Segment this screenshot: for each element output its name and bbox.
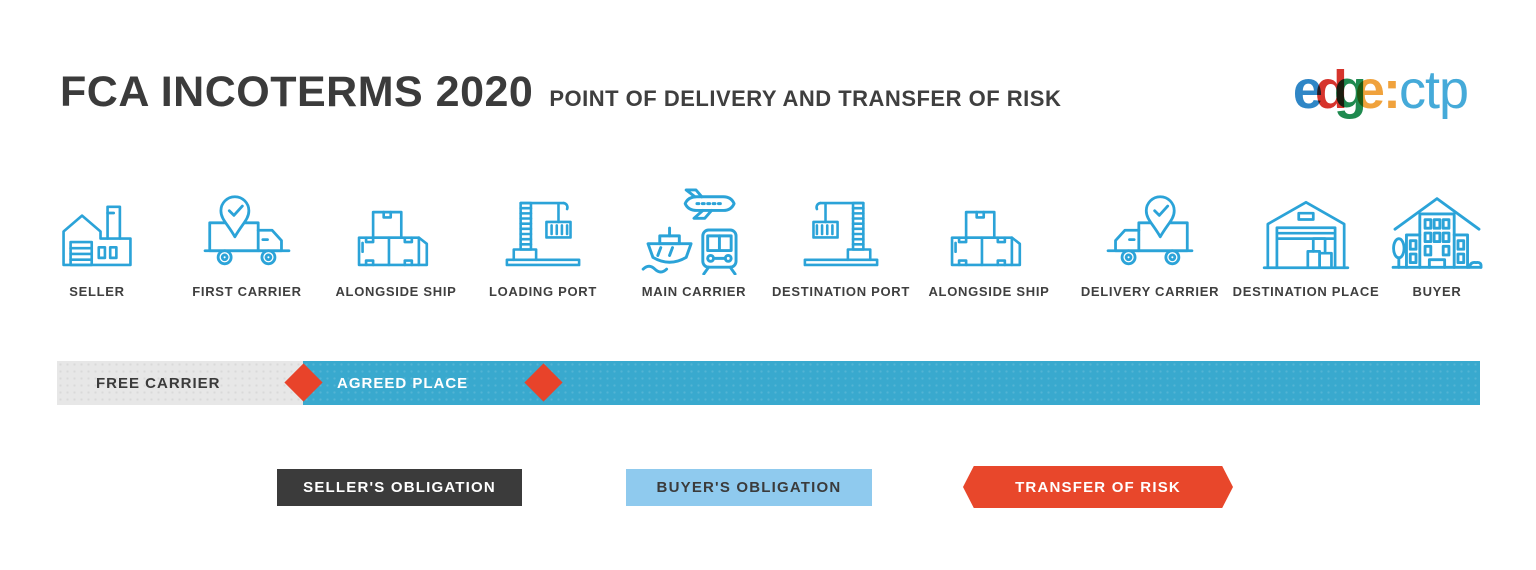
icon-box [945,181,1033,275]
station-alongside-ship-2: ALONGSIDE SHIP [909,181,1069,299]
station-label: BUYER [1412,284,1462,299]
delivery-truck-pin-icon [1106,195,1194,266]
icon-box [798,181,884,275]
truck-pin-icon [203,195,291,266]
station-label: LOADING PORT [488,284,598,299]
station-main-carrier: MAIN CARRIER [614,181,774,299]
factory-icon [62,205,132,267]
station-label: SELLER [69,284,125,299]
station-label: DESTINATION PORT [771,284,911,299]
boxes-icon [950,210,1022,267]
icon-box [500,181,586,275]
logo-letter: g [1333,60,1367,120]
station-buyer: BUYER [1357,181,1517,299]
page-title: FCA INCOTERMS 2020 [60,68,534,116]
crane-icon [505,201,581,267]
icon-box [1102,181,1198,275]
station-seller: SELLER [17,181,177,299]
page-subtitle: POINT OF DELIVERY AND TRANSFER OF RISK [549,86,1062,111]
station-label: ALONGSIDE SHIP [928,284,1050,299]
station-destination-port: DESTINATION PORT [761,181,921,299]
station-first-carrier: FIRST CARRIER [167,181,327,299]
icon-box [1389,181,1485,275]
legend-buyers-obligation: BUYER'S OBLIGATION [626,469,872,506]
station-delivery-carrier: DELIVERY CARRIER [1070,181,1230,299]
plane-ship-train-icon [641,188,738,275]
logo-letters-ctp: ctp [1398,60,1469,120]
building-icon [1391,197,1483,269]
agreed-place-segment: AGREED PLACE [303,361,1480,405]
logo-letter: e [1292,60,1323,120]
icon-box [640,181,748,275]
logo-letter: d [1314,60,1348,120]
station-label: DELIVERY CARRIER [1080,284,1220,299]
boxes-icon [357,210,429,267]
station-loading-port: LOADING PORT [463,181,623,299]
station-label: ALONGSIDE SHIP [335,284,457,299]
warehouse-icon [1262,200,1350,270]
station-destination-place: DESTINATION PLACE [1226,181,1386,299]
station-label: MAIN CARRIER [641,284,747,299]
edgectp-logo: edge:ctp [1292,60,1469,120]
icon-box [53,181,141,275]
header: FCA INCOTERMS 2020 POINT OF DELIVERY AND… [60,68,1061,117]
legend-label: SELLER'S OBLIGATION [303,479,496,496]
free-carrier-segment: FREE CARRIER [57,361,303,405]
icon-box [199,181,295,275]
legend-label: BUYER'S OBLIGATION [656,479,842,496]
legend-sellers-obligation: SELLER'S OBLIGATION [277,469,522,506]
station-label: FIRST CARRIER [192,284,302,299]
station-label: DESTINATION PLACE [1232,284,1380,299]
station-alongside-ship-1: ALONGSIDE SHIP [316,181,476,299]
logo-letter: e [1354,60,1385,120]
icon-box [352,181,440,275]
timeline-bar: FREE CARRIER AGREED PLACE [57,361,1480,405]
crane-mirrored-icon [803,201,879,267]
legend-transfer-of-risk: TRANSFER OF RISK [963,466,1233,508]
icon-box [1260,181,1352,275]
legend-label: TRANSFER OF RISK [1015,478,1181,496]
free-carrier-label: FREE CARRIER [96,374,221,392]
logo-colon: : [1382,60,1401,120]
agreed-place-label: AGREED PLACE [337,374,469,392]
